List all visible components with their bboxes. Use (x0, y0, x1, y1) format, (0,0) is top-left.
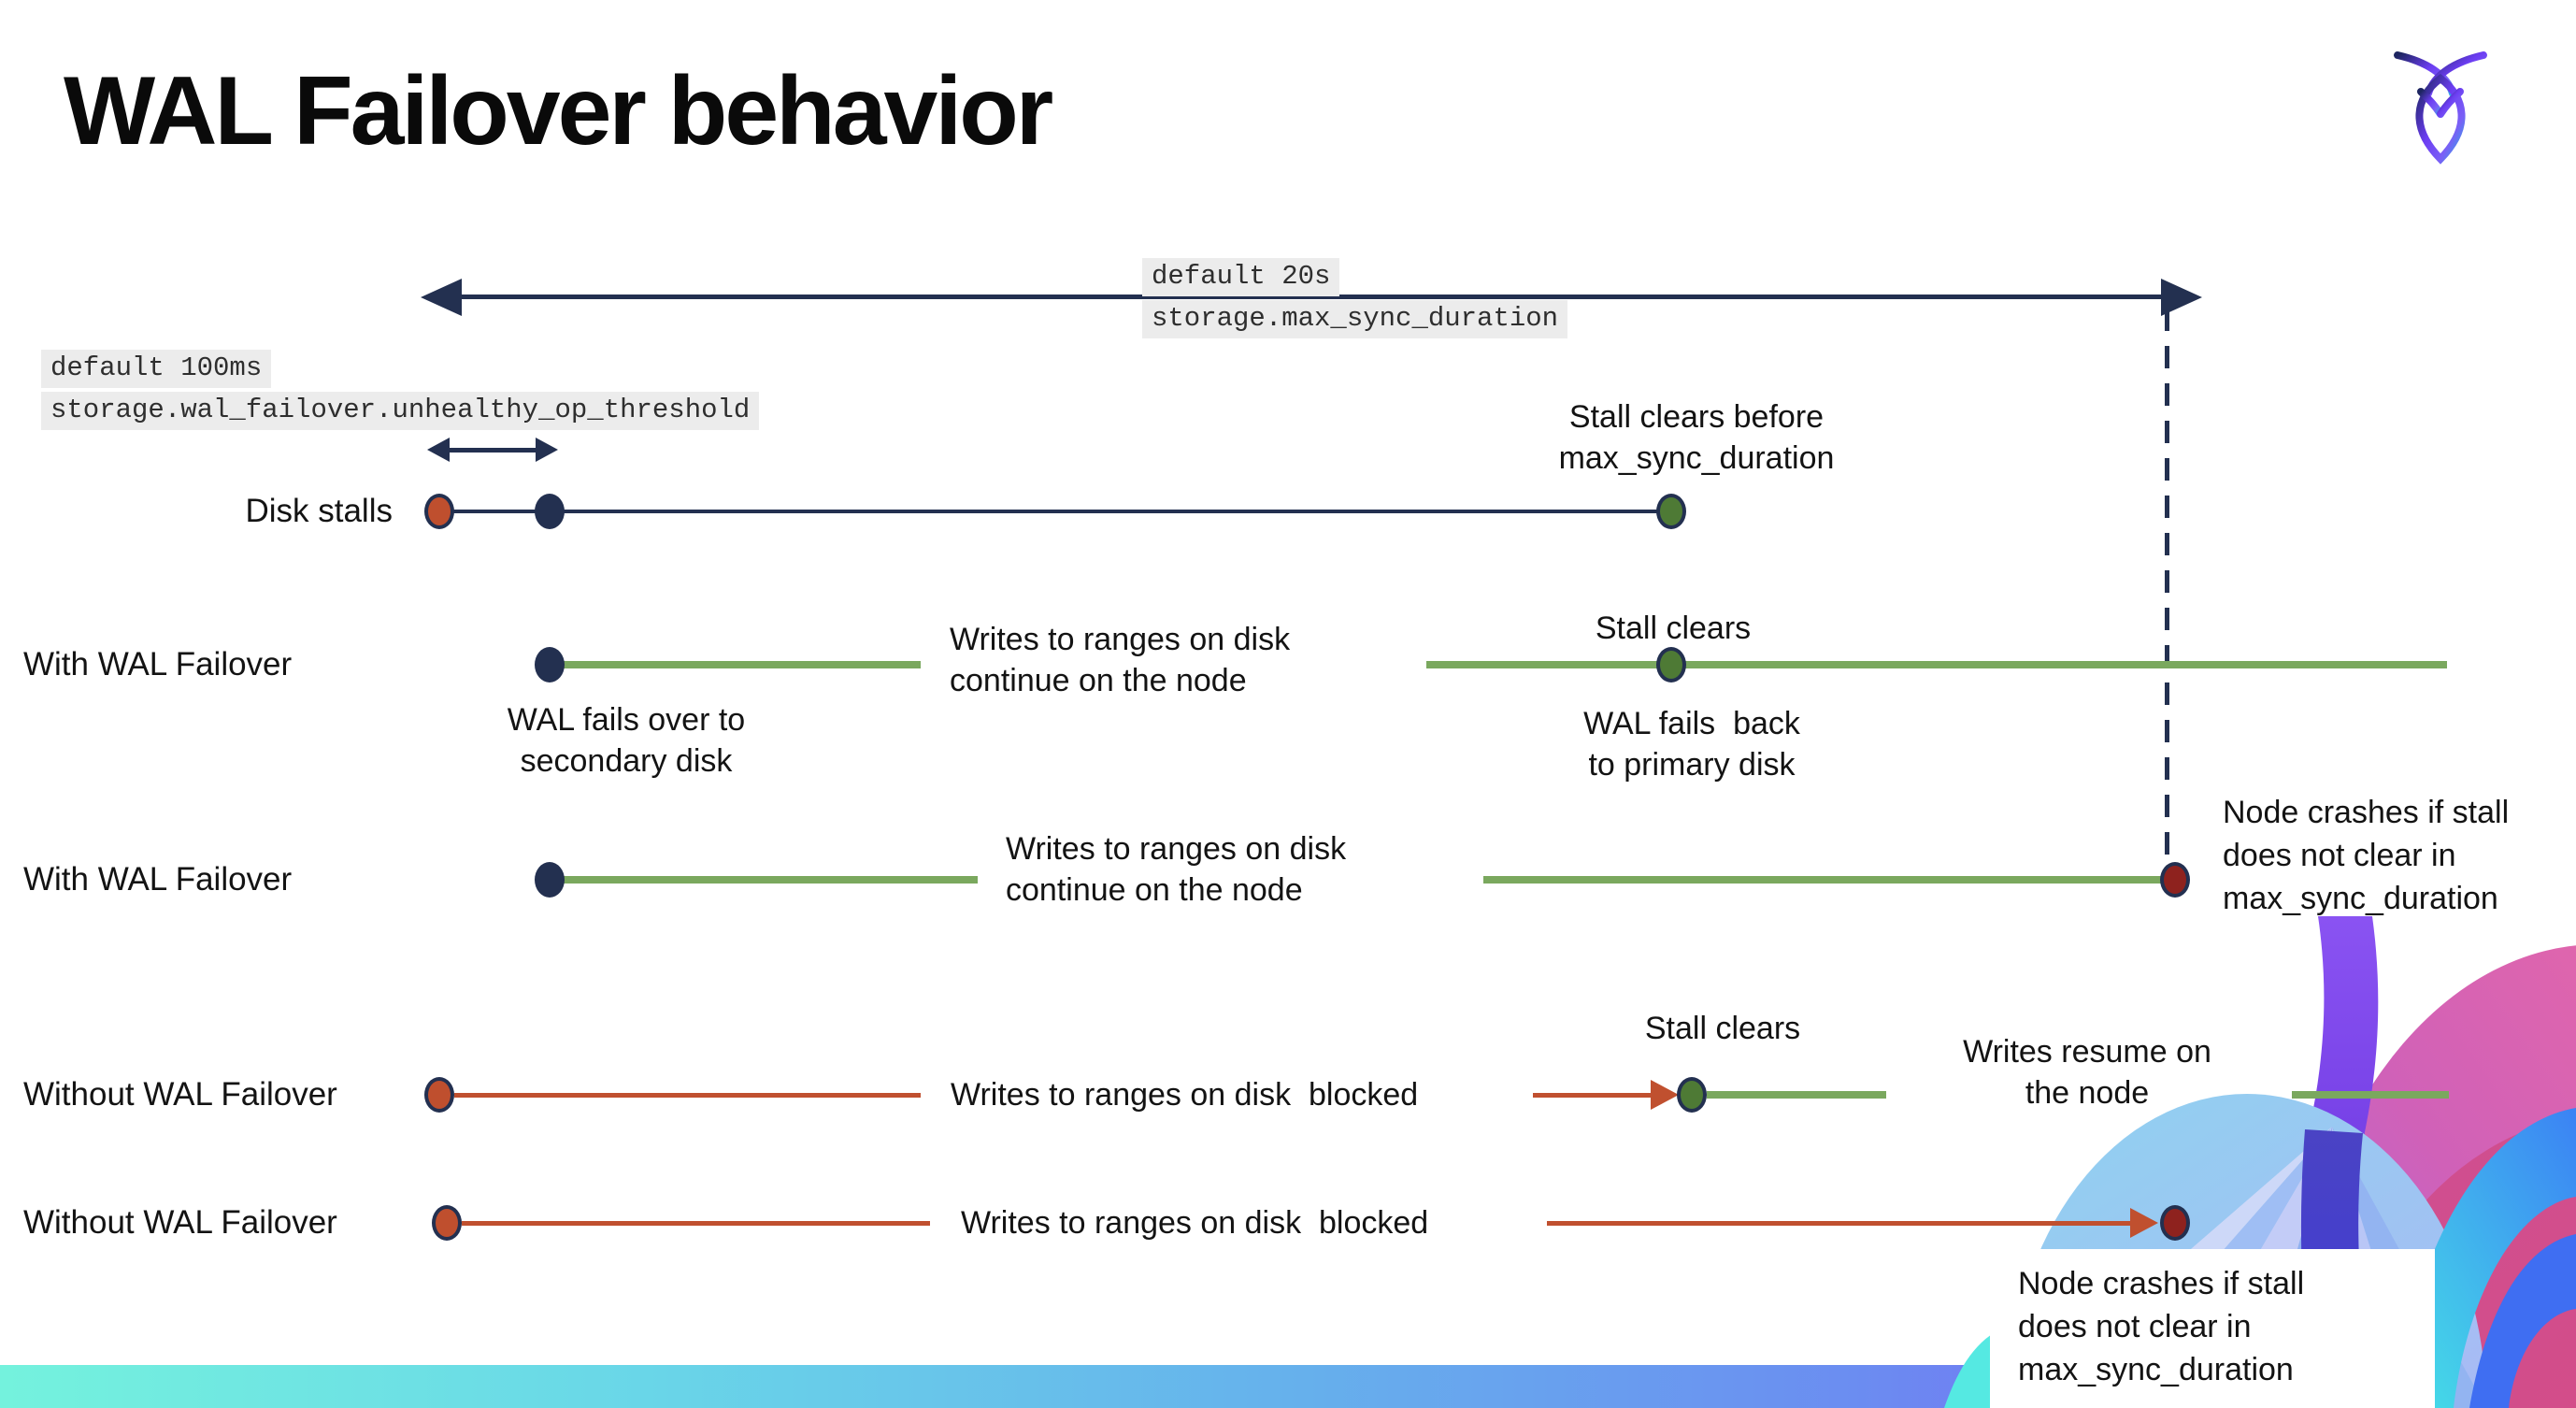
failback-note: WAL fails back to primary disk (1583, 706, 1800, 783)
page-title: WAL Failover behavior (64, 57, 1053, 165)
stall-clears-dot-2 (1677, 1077, 1707, 1113)
stall-start-dot-2 (424, 1077, 454, 1113)
disk-stall-timeline (439, 510, 1671, 513)
node-crash-dot-1 (2160, 862, 2190, 898)
row-label-disk-stalls: Disk stalls (245, 493, 393, 529)
failover-dot (535, 647, 565, 682)
arrowhead-left-icon (421, 279, 462, 316)
node-crash-note-1: Node crashes if stall does not clear in … (2223, 795, 2510, 916)
stall-clears-before-note: Stall clears before max_sync_duration (1558, 399, 1835, 476)
red-arrowhead-icon-2 (2130, 1208, 2158, 1238)
writes-blocked2-arrow-line (1547, 1221, 2134, 1226)
writes-blocked-arrow-line (1533, 1093, 1654, 1098)
cockroachdb-logo-icon (2391, 41, 2490, 168)
threshold-setting-label: storage.wal_failover.unhealthy_op_thresh… (41, 392, 760, 430)
writes-blocked-line-a (454, 1093, 921, 1098)
node-crash-dot-2 (2160, 1205, 2190, 1241)
row-label-without-failover-1: Without WAL Failover (23, 1076, 337, 1113)
stall-clears-label-2: Stall clears (1644, 1011, 1801, 1046)
stall-start-dot-3 (432, 1205, 462, 1241)
failover-note: WAL fails over to secondary disk (507, 702, 746, 779)
max-sync-duration-span-line (441, 295, 2168, 299)
threshold-dot (535, 494, 565, 529)
row-label-without-failover-2: Without WAL Failover (23, 1204, 337, 1241)
row-label-with-failover-1: With WAL Failover (23, 646, 293, 682)
stall-clears-dot-1 (1656, 647, 1686, 682)
writes-resume-line-b (2292, 1091, 2449, 1099)
stall-clear-dot (1656, 494, 1686, 529)
writes-blocked-note-2: Writes to ranges on disk blocked (961, 1205, 1429, 1241)
stall-start-dot (424, 494, 454, 529)
stall-clears-label-1: Stall clears (1595, 611, 1752, 646)
writes-continue-note-1: Writes to ranges on disk continue on the… (950, 622, 1291, 698)
node-crash-note-2: Node crashes if stall does not clear in … (2018, 1266, 2305, 1387)
red-arrowhead-icon-1 (1651, 1080, 1679, 1110)
writes-continue2-line-a (561, 876, 978, 884)
small-arrowhead-right-icon (536, 438, 558, 462)
writes-continue-line-a (561, 661, 921, 668)
writes-resume-line-a (1707, 1091, 1886, 1099)
writes-blocked2-line-a (462, 1221, 930, 1226)
row-label-with-failover-2: With WAL Failover (23, 861, 293, 898)
arrowhead-right-icon (2161, 279, 2202, 316)
failover-dot-2 (535, 862, 565, 898)
writes-blocked-note-1: Writes to ranges on disk blocked (951, 1077, 1419, 1113)
max-sync-default-label: default 20s (1142, 258, 1340, 296)
writes-continue-line-b (1426, 661, 2447, 668)
max-sync-setting-label: storage.max_sync_duration (1142, 300, 1568, 338)
writes-resume-note: Writes resume on the node (1963, 1034, 2211, 1111)
writes-continue2-line-b (1483, 876, 2161, 884)
small-arrowhead-left-icon (427, 438, 450, 462)
threshold-default-label: default 100ms (41, 350, 272, 388)
max-sync-deadline-dashed-line (2165, 309, 2169, 860)
node-crash-callout-box (1990, 1249, 2435, 1408)
writes-continue-note-2: Writes to ranges on disk continue on the… (1006, 831, 1347, 908)
threshold-span-line (448, 448, 537, 453)
